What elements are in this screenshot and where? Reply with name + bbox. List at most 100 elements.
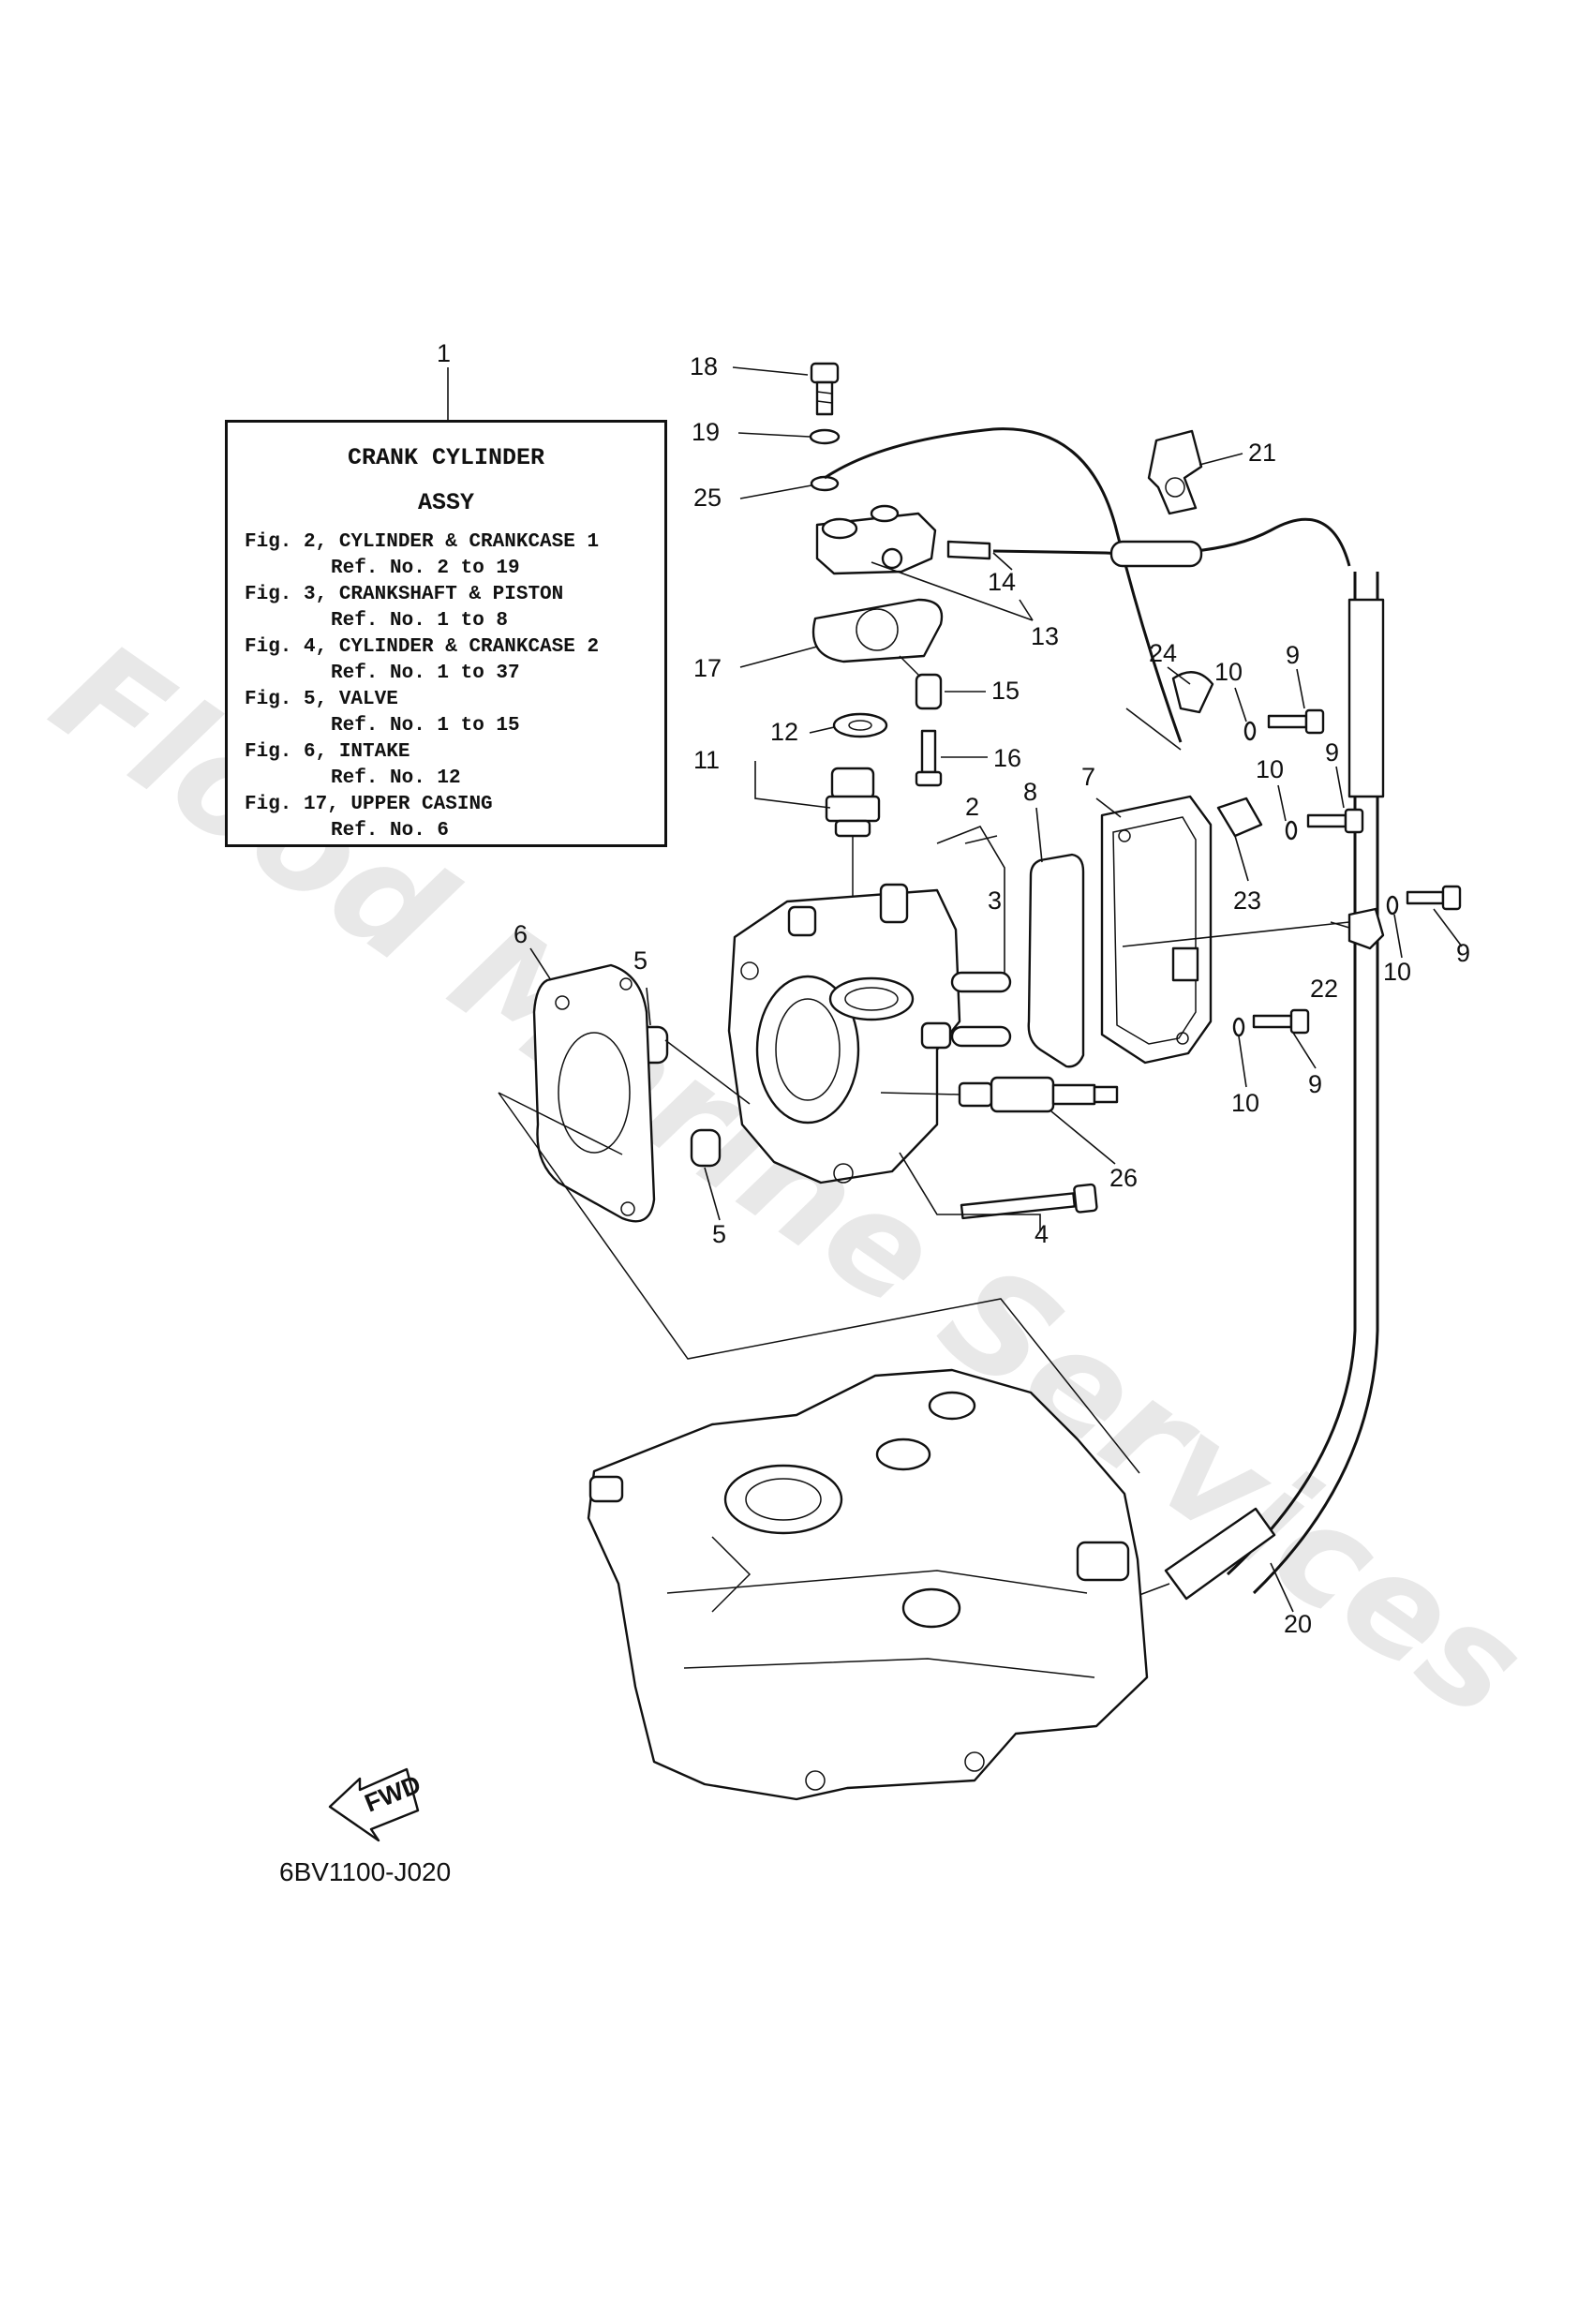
part-12-seal	[832, 712, 888, 738]
part-10-washer-a	[1243, 721, 1257, 741]
crankcase	[587, 1368, 1149, 1801]
legend-fig-line: Fig. 2, CYLINDER & CRANKCASE 1	[245, 531, 600, 553]
callout-19: 19	[692, 418, 720, 446]
callout-8: 8	[1023, 778, 1037, 806]
guide-26	[880, 1092, 960, 1095]
part-20-hose	[1164, 1507, 1276, 1601]
leader-2	[964, 835, 998, 844]
part-9-bolt-b	[1306, 808, 1364, 834]
callout-10b: 10	[1256, 755, 1284, 783]
leader-9d	[1292, 1032, 1317, 1069]
callout-2: 2	[965, 793, 979, 821]
leader-10c	[1393, 914, 1403, 959]
legend-ref-line: Ref. No. 2 to 19	[331, 558, 520, 579]
callout-9b: 9	[1325, 738, 1339, 767]
callout-9a: 9	[1286, 641, 1300, 669]
callout-21: 21	[1248, 439, 1276, 467]
cylinder-block	[727, 883, 961, 1184]
callout-24: 24	[1149, 639, 1177, 667]
part-17-gasket	[811, 598, 944, 663]
leader-20	[1270, 1562, 1294, 1613]
part-3-dowel-b	[950, 1025, 1012, 1048]
leader-18	[732, 366, 809, 376]
callout-20: 20	[1284, 1610, 1312, 1638]
leader-9b	[1335, 766, 1345, 809]
part-22-clamp	[1347, 907, 1385, 950]
leader-13b	[1019, 599, 1034, 621]
leader-10a	[1234, 687, 1247, 723]
part-25-washer	[810, 475, 840, 492]
part-8-gasket	[1027, 853, 1085, 1068]
legend-title-line2: ASSY	[417, 489, 474, 516]
callout-7: 7	[1081, 763, 1095, 791]
callout-11: 11	[693, 746, 720, 774]
leader-19	[737, 432, 811, 438]
legend-ref-line: Ref. No. 1 to 37	[331, 663, 520, 684]
callout-9c: 9	[1456, 939, 1470, 967]
part-3-dowel-a	[950, 971, 1012, 993]
legend-fig-line: Fig. 4, CYLINDER & CRANKCASE 2	[245, 636, 600, 658]
fwd-arrow-icon	[328, 1767, 420, 1842]
callout-14: 14	[988, 568, 1016, 596]
callout-23: 23	[1233, 886, 1261, 915]
part-26-spark-plug	[958, 1076, 1119, 1113]
leader-9c	[1433, 908, 1463, 947]
part-9-bolt-c	[1406, 885, 1462, 911]
callout-25: 25	[693, 484, 722, 512]
leader-14	[992, 552, 1013, 571]
leader-22-cover	[1122, 921, 1350, 947]
hose-sleeve	[1109, 540, 1203, 568]
callout-1: 1	[437, 339, 451, 367]
legend-fig-line: Fig. 3, CRANKSHAFT & PISTON	[245, 584, 564, 605]
leader-26	[1050, 1110, 1116, 1165]
leader-12	[809, 726, 835, 734]
assembly-plane-lines	[498, 1092, 1140, 1474]
legend-ref-line: Ref. No. 6	[331, 820, 450, 842]
leader-24	[1167, 666, 1191, 685]
callout-13: 13	[1031, 622, 1059, 650]
part-10-washer-d	[1232, 1017, 1245, 1037]
part-10-washer-b	[1285, 820, 1298, 841]
leader-25	[739, 484, 812, 499]
legend-ref-line: Ref. No. 1 to 8	[331, 610, 509, 632]
callout-26: 26	[1109, 1164, 1138, 1192]
part-15-pin	[915, 673, 943, 710]
part-9-bolt-d	[1252, 1008, 1310, 1035]
leader-6	[529, 947, 552, 981]
callout-22: 22	[1310, 975, 1338, 1003]
callout-9d: 9	[1308, 1070, 1322, 1098]
part-4-bolt	[960, 1183, 1098, 1220]
part-16-bolt	[915, 729, 943, 787]
assembly-legend-box: CRANK CYLINDER ASSY Fig. 2, CYLINDER & C…	[225, 420, 667, 847]
part-18-bolt	[810, 362, 840, 416]
leader-23	[1234, 835, 1249, 882]
leader-10b	[1277, 784, 1287, 822]
legend-ref-line: Ref. No. 1 to 15	[331, 715, 520, 737]
callout-12: 12	[770, 718, 798, 746]
part-6-head-gasket	[532, 963, 656, 1223]
guide-15	[899, 655, 921, 678]
leader-21	[1198, 453, 1243, 466]
legend-fig-line: Fig. 5, VALVE	[245, 689, 398, 710]
pipe-sleeve	[1347, 598, 1385, 798]
callout-10a: 10	[1214, 658, 1243, 686]
callout-18: 18	[690, 352, 718, 380]
leader-8	[1035, 807, 1043, 863]
callout-10c: 10	[1383, 958, 1411, 986]
callout-4: 4	[1035, 1220, 1049, 1248]
part-5-dowel-b	[690, 1128, 722, 1168]
pipe-right-2	[1252, 572, 1379, 1595]
part-23-clip	[1216, 797, 1263, 838]
leader-11	[754, 761, 831, 809]
legend-ref-line: Ref. No. 12	[331, 767, 461, 789]
callout-10d: 10	[1231, 1089, 1259, 1117]
leader-17	[739, 646, 818, 668]
guide-5	[664, 1039, 751, 1105]
part-7-cylinder-head-cover	[1100, 795, 1213, 1065]
leader-hose	[1125, 708, 1182, 751]
callout-6: 6	[514, 920, 528, 948]
part-10-washer-c	[1386, 895, 1399, 916]
leader-10d	[1238, 1035, 1247, 1088]
leader-5a	[646, 987, 651, 1026]
